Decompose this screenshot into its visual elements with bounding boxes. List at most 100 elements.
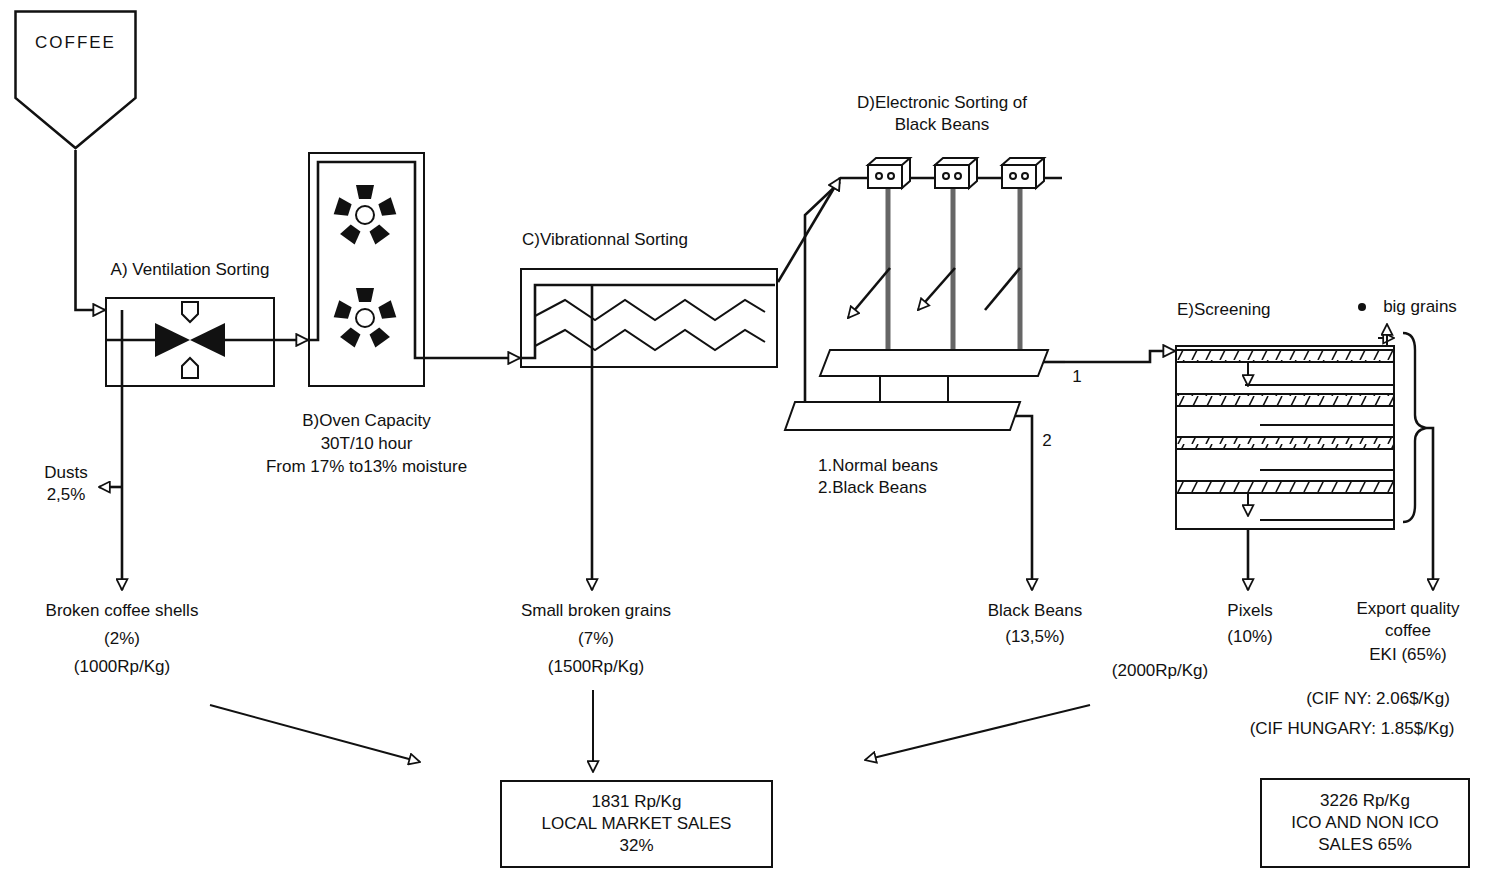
sieves (1176, 350, 1394, 493)
sensor (955, 173, 961, 179)
output-label: (1000Rp/Kg) (72, 656, 172, 678)
sensor (876, 173, 882, 179)
fan-blade (340, 223, 363, 245)
sorter-head (935, 158, 977, 188)
reject-chute (985, 268, 1020, 310)
flow-connector (1065, 351, 1175, 362)
box-text: 3226 Rp/Kg (1320, 790, 1410, 812)
sales-arrow (210, 705, 420, 762)
shells-outlet (121, 310, 124, 590)
output-label: (10%) (1225, 626, 1274, 648)
flow-connector (76, 150, 106, 310)
output-label: big grains (1381, 296, 1459, 318)
flow-connector (275, 339, 308, 342)
oven-conveyor (308, 162, 425, 358)
box-text: 1831 Rp/Kg (592, 791, 682, 813)
box-heading: 30T/10 hour (321, 433, 413, 455)
box-text: LOCAL MARKET SALES 32% (529, 813, 744, 857)
sales-arrow (865, 705, 1090, 760)
output-label: Dusts 2,5% (34, 462, 98, 506)
output-label: (2000Rp/Kg) (1110, 660, 1210, 682)
sorter-heads (785, 158, 1048, 430)
output-label: Export quality coffee (1341, 598, 1475, 642)
box-heading: From 17% to13% moisture (266, 456, 467, 478)
output-label: Small broken grains (519, 600, 673, 622)
output-label: (CIF HUNGARY: 1.85$/Kg) (1248, 718, 1457, 740)
box-text: COFFEE (35, 32, 116, 54)
output-label: (1500Rp/Kg) (546, 656, 646, 678)
bracket (1403, 333, 1426, 522)
fan-blade (377, 197, 396, 218)
box-text: ICO AND NON ICO SALES 65% (1280, 812, 1450, 856)
local-sales-box: 1831 Rp/KgLOCAL MARKET SALES 32% (500, 780, 773, 868)
box-heading: B)Oven Capacity (302, 410, 431, 432)
hopper: COFFEE (14, 10, 137, 150)
sorter-head (868, 165, 902, 188)
export-outlet (1426, 428, 1433, 590)
sorter-head (935, 165, 969, 188)
fan-blade (356, 288, 374, 302)
fan-hub (356, 206, 374, 224)
output-label: Pixels (1225, 600, 1274, 622)
air-arrow (182, 358, 198, 378)
sieve (1176, 394, 1394, 406)
sorter-head (1002, 158, 1044, 188)
box-heading: E)Screening (1177, 299, 1271, 321)
sorter-rod (888, 186, 1020, 352)
screen-drop (1247, 492, 1249, 516)
air-arrow (182, 302, 198, 322)
reject-chute (848, 268, 890, 318)
bullet-dot (1358, 303, 1366, 311)
sensor (888, 173, 894, 179)
box-heading: 1.Normal beans 2.Black Beans (818, 455, 950, 499)
box-heading: A) Ventilation Sorting (111, 259, 270, 281)
pixels-outlet (1247, 530, 1250, 590)
fan-blade (190, 323, 225, 357)
sorter-head (1002, 165, 1036, 188)
sieve (1176, 350, 1394, 362)
box-heading: D)Electronic Sorting of Black Beans (848, 92, 1036, 136)
black-tray (785, 402, 1020, 430)
vibration-zigzag (535, 330, 765, 350)
output-label: Broken coffee shells (44, 600, 201, 622)
fan-blade (356, 185, 374, 199)
normal-tray (820, 350, 1048, 376)
output-label: (13,5%) (1003, 626, 1067, 648)
vibration-path (520, 285, 775, 358)
output-label: 1 (1070, 366, 1083, 388)
fan-blade (340, 326, 363, 348)
vibration-box: C)Vibrationnal Sorting (520, 268, 778, 368)
output-label: EKI (65%) (1367, 644, 1448, 666)
sales-arrow (592, 690, 594, 772)
fan-blade (334, 300, 353, 321)
screening-box: E)Screening (1175, 345, 1395, 530)
box-heading: C)Vibrationnal Sorting (522, 229, 688, 251)
small-grains-outlet (591, 285, 594, 590)
vibration-zigzag (535, 300, 765, 320)
screen-drop (1247, 362, 1249, 386)
ventilation-fan (155, 302, 225, 378)
output-label: (7%) (576, 628, 616, 650)
big-grains-arrow (1386, 324, 1388, 345)
fan-blade (367, 326, 390, 348)
output-label: 2 (1040, 430, 1053, 452)
oven-fans (334, 185, 397, 348)
fan-blade (155, 323, 190, 357)
dust-outlet (99, 486, 122, 489)
hopper-outline (14, 10, 137, 150)
fan-blade (367, 223, 390, 245)
flow-connector (778, 178, 840, 282)
flow-connector (425, 357, 520, 360)
sensor (1010, 173, 1016, 179)
sieve (1176, 437, 1394, 449)
fan-blade (334, 197, 353, 218)
ventilation-box: A) Ventilation Sorting (105, 297, 275, 387)
output-label: (CIF NY: 2.06$/Kg) (1304, 688, 1452, 710)
reject-chute (918, 268, 955, 310)
oven-box: B)Oven Capacity30T/10 hourFrom 17% to13%… (308, 152, 425, 387)
export-sales-box: 3226 Rp/KgICO AND NON ICO SALES 65% (1260, 778, 1470, 868)
hopper-outline (16, 12, 136, 149)
black-outlet (1012, 416, 1032, 590)
